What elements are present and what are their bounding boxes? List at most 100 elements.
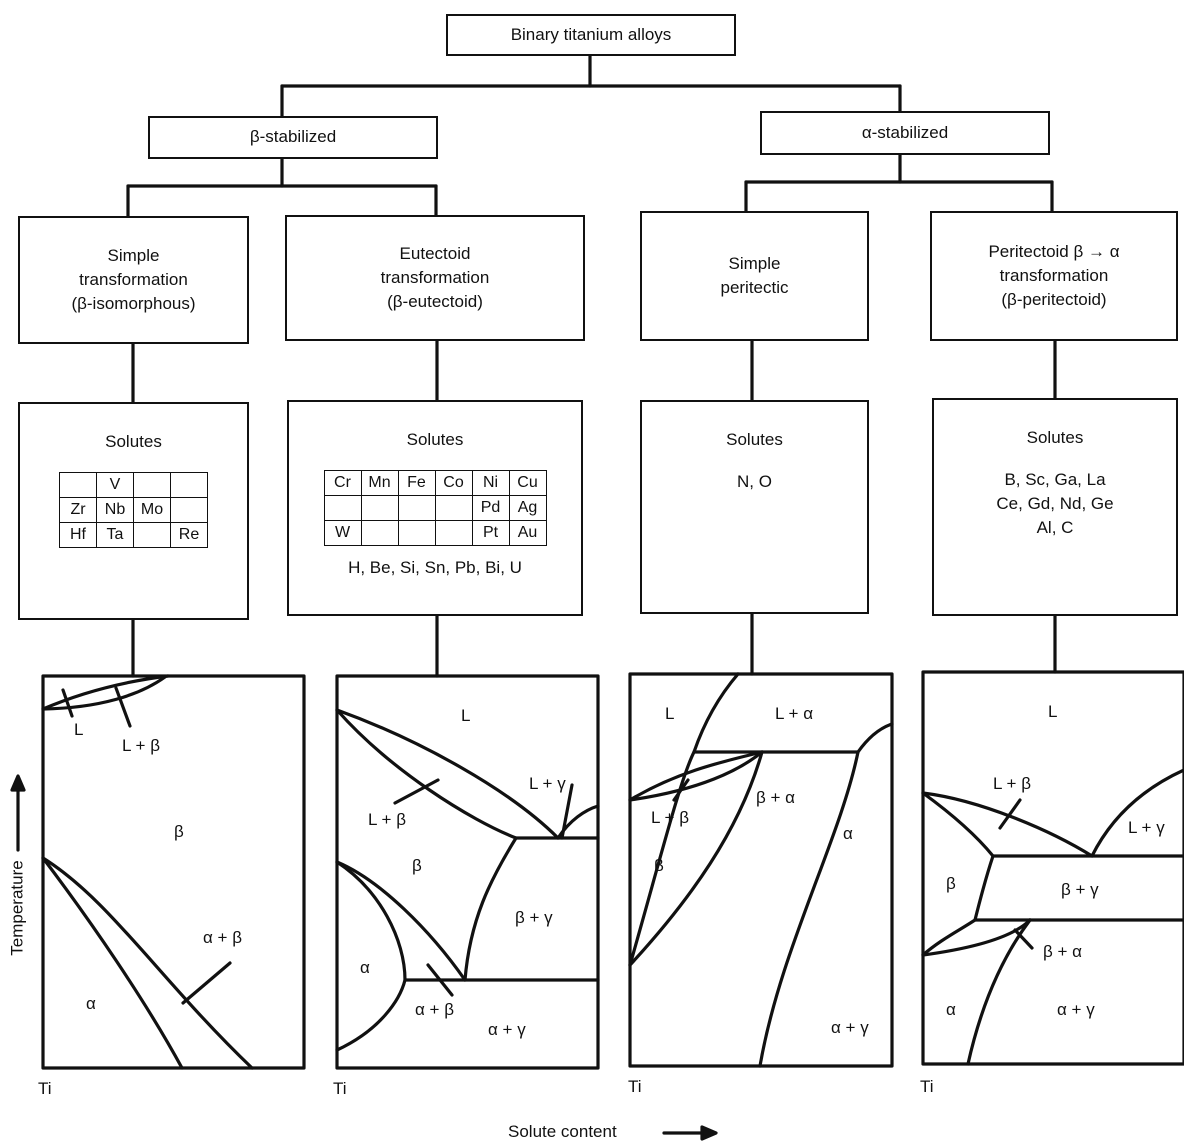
solutes-line: N, O: [737, 472, 772, 492]
type-line: (β-isomorphous): [71, 294, 196, 314]
element-cell: [434, 495, 473, 522]
solutes-box-peritectoid: Solutes B, Sc, Ga, La Ce, Gd, Nd, Ge Al,…: [932, 398, 1178, 616]
phase-label: L + α: [775, 704, 814, 723]
element-cell: Ni: [471, 470, 510, 497]
element-cell: Pt: [471, 520, 510, 547]
phase-label: β: [946, 874, 956, 893]
solutes-line: Al, C: [1036, 518, 1074, 538]
diagram1-beta-transus: [41, 856, 254, 1070]
type-box-peritectic: Simple peritectic: [640, 211, 869, 341]
type-box-peritectoid: Peritectoid β → α transformation (β-peri…: [930, 211, 1178, 341]
element-cell: Nb: [96, 497, 134, 524]
element-cell: Ag: [508, 495, 547, 522]
diagram3-solidus: [628, 750, 764, 802]
element-cell: [360, 520, 399, 547]
element-cell: Cu: [508, 470, 547, 497]
diagram3-liquidus: [628, 750, 764, 802]
type-line: transformation: [999, 265, 1109, 285]
type-line: Simple: [728, 253, 781, 273]
diagram3-beta-alpha-left: [628, 750, 696, 967]
phase-label: α: [86, 994, 96, 1013]
temperature-axis-label: Temperature: [7, 860, 27, 956]
element-cell: [397, 495, 436, 522]
diagram3-frame: [628, 672, 894, 1068]
phase-label: α: [946, 1000, 956, 1019]
phase-label: β: [174, 822, 184, 841]
solutes-title: Solutes: [406, 430, 464, 449]
origin-label: Ti: [333, 1079, 347, 1098]
diagram4-solidus: [921, 791, 995, 858]
element-cell: Hf: [59, 522, 97, 549]
diagram4-beta-alpha-left: [921, 918, 977, 957]
phase-label: α: [360, 958, 370, 977]
element-cell: Pd: [471, 495, 510, 522]
phase-label: L: [74, 720, 84, 739]
solutes-line: B, Sc, Ga, La: [1004, 470, 1106, 490]
diagram3-liquidus-right: [856, 722, 894, 754]
diagram1-leader-ab: [181, 961, 232, 1005]
element-cell: [170, 472, 208, 499]
alpha-stabilized-box: α-stabilized: [760, 111, 1050, 155]
phase-label: β + γ: [1061, 880, 1099, 899]
diagram2-alpha-beta-bottom: [335, 978, 407, 1052]
diagram4-liquidus: [921, 791, 1094, 858]
phase-label: L + β: [368, 810, 406, 829]
phase-label: L: [665, 704, 675, 723]
element-cell: W: [323, 520, 362, 547]
element-cell: [434, 520, 473, 547]
phase-label: L + γ: [1128, 818, 1165, 837]
type-box-isomorphous: Simple transformation (β-isomorphous): [18, 216, 249, 344]
element-cell: Zr: [59, 497, 97, 524]
phase-label: L + γ: [529, 774, 566, 793]
type-line: (β-peritectoid): [1001, 290, 1107, 310]
element-cell: [323, 495, 362, 522]
type-line: Eutectoid: [399, 243, 471, 263]
diagram2-alpha-beta-top: [335, 860, 467, 982]
solutes-line: Ce, Gd, Nd, Ge: [996, 494, 1114, 514]
phase-label: β + α: [1043, 942, 1082, 961]
root-label: Binary titanium alloys: [510, 24, 672, 44]
phase-label: β + γ: [515, 908, 553, 927]
type-line: (β-eutectoid): [387, 292, 483, 312]
element-cell: Mo: [133, 497, 171, 524]
phase-label: L + β: [651, 808, 689, 827]
element-cell: [133, 522, 171, 549]
alpha-stabilized-label: α-stabilized: [861, 122, 949, 142]
element-cell: Au: [508, 520, 547, 547]
diagram2-beta-gamma: [463, 836, 518, 982]
element-cell: [397, 520, 436, 547]
diagram1-alpha-boundary: [41, 856, 184, 1070]
element-cell: Re: [170, 522, 208, 549]
diagram2-leader-lg: [560, 783, 574, 840]
element-cell: [59, 472, 97, 499]
origin-label: Ti: [38, 1079, 52, 1098]
phase-label: α: [843, 824, 853, 843]
diagram1-solidus: [41, 675, 167, 711]
phase-label: α + β: [415, 1000, 454, 1019]
element-cell: Ta: [96, 522, 134, 549]
beta-stabilized-box: β-stabilized: [148, 116, 438, 159]
phase-label: L + β: [122, 736, 160, 755]
origin-label: Ti: [628, 1077, 642, 1096]
root-box: Binary titanium alloys: [446, 14, 736, 56]
type-box-eutectoid: Eutectoid transformation (β-eutectoid): [285, 215, 585, 341]
diagram3-beta-alpha-right: [628, 750, 764, 967]
diagram1-liquidus: [41, 674, 170, 711]
phase-label: α + γ: [831, 1018, 869, 1037]
element-cell: [360, 495, 399, 522]
diagram2-solidus: [335, 708, 518, 840]
diagram2-gamma-liquidus: [556, 804, 600, 840]
diagram4-beta-alpha: [921, 918, 1032, 957]
type-line: transformation: [79, 269, 188, 289]
phase-label: α + γ: [1057, 1000, 1095, 1019]
phase-label: β: [654, 856, 664, 875]
phase-label: α + γ: [488, 1020, 526, 1039]
solutes-box-peritectic: Solutes N, O: [640, 400, 869, 614]
diagram4-alpha-gamma: [966, 918, 1032, 1066]
element-cell: Co: [434, 470, 473, 497]
element-cell: Mn: [360, 470, 399, 497]
phase-label: L + β: [993, 774, 1031, 793]
